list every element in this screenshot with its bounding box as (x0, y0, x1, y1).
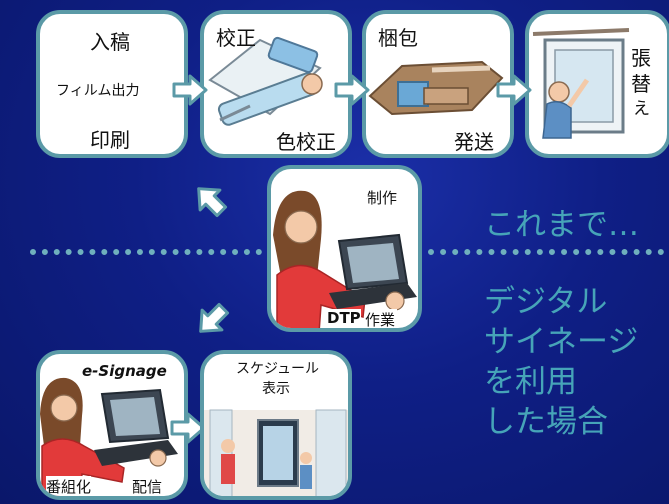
production-label: 制作 (367, 189, 398, 207)
step-label-color-proof: 色校正 (276, 126, 336, 154)
step-box-esignage: e-Signage 番組化 配信 (36, 350, 188, 500)
divider-right (428, 249, 664, 255)
step-label-replace-3: え (633, 99, 650, 119)
esignage-brand: e-Signage (80, 362, 169, 380)
poster-replacing-illustration (532, 28, 630, 139)
step-box-proof: 校正 色校正 (200, 10, 352, 158)
work-label: 作業 (365, 309, 398, 329)
proofing-worker-illustration (208, 36, 323, 126)
step-box-input-print: 入稿 フィルム出力 印刷 (36, 10, 188, 158)
step-label-input: 入稿 (90, 30, 130, 54)
dtp-label: DTP (325, 309, 361, 327)
arrow-up-left-icon (197, 187, 228, 218)
display-label: 表示 (262, 381, 290, 397)
packing-illustration (368, 60, 504, 116)
caption-signage: サイネージ (484, 324, 639, 360)
designer-at-laptop-illustration (273, 190, 417, 328)
digital-signage-display-illustration (204, 409, 348, 496)
step-box-replace: 張 替 え (525, 10, 669, 158)
arrow-right-icon (170, 412, 206, 444)
arrow-right-icon (334, 74, 370, 106)
caption-case: した場合 (484, 404, 608, 440)
arrow-right-icon (496, 74, 532, 106)
step-box-schedule-display: スケジュール 表示 (200, 350, 352, 500)
programming-label: 番組化 (46, 476, 92, 496)
caption-until-now: これまで… (484, 207, 639, 243)
distribution-label: 配信 (132, 476, 163, 496)
step-label-pack: 梱包 (378, 26, 418, 50)
arrow-right-icon (172, 74, 208, 106)
step-label-replace-2: 替 (631, 72, 651, 96)
step-box-pack: 梱包 発送 (362, 10, 514, 158)
step-label-print: 印刷 (90, 128, 130, 152)
arrow-down-left-icon (199, 302, 230, 333)
caption-using: を利用 (484, 364, 577, 400)
caption-digital: デジタル (484, 284, 608, 320)
step-label-replace-1: 張 (631, 46, 651, 70)
step-label-proof: 校正 (216, 26, 256, 50)
schedule-label: スケジュール (236, 361, 320, 377)
center-box-production: 制作 DTP 作業 (267, 165, 422, 332)
divider-left (30, 249, 262, 255)
step-label-film-output: フィルム出力 (56, 83, 140, 99)
step-label-ship: 発送 (454, 130, 494, 154)
